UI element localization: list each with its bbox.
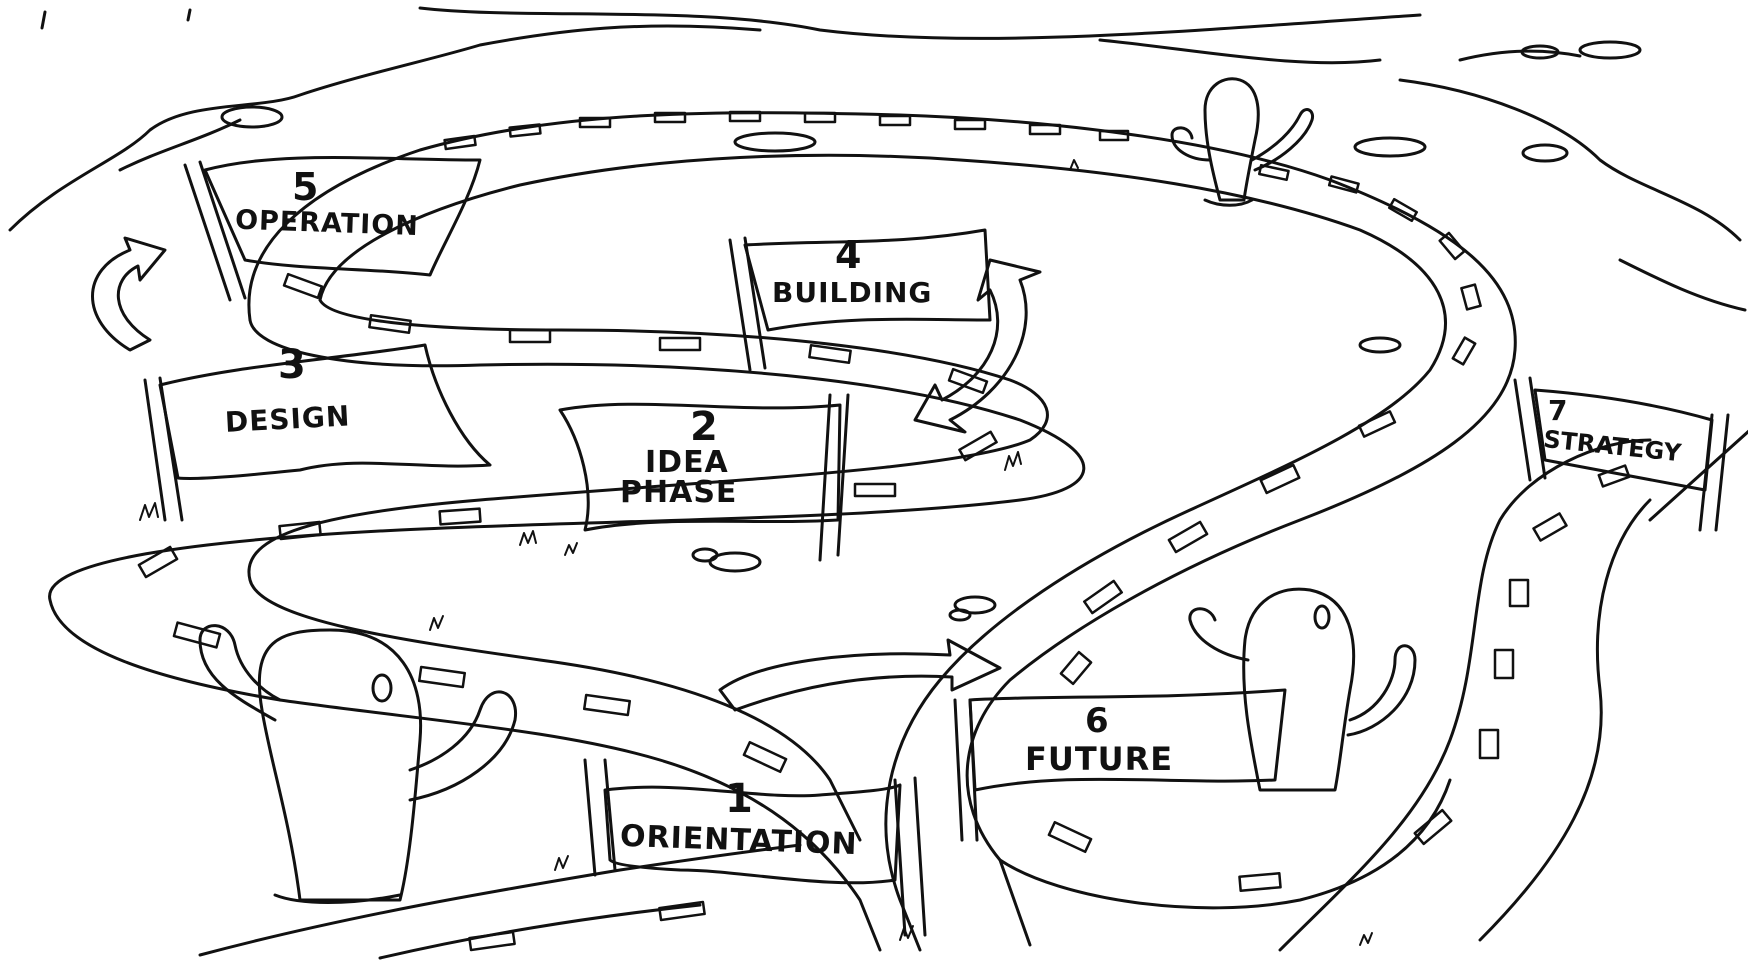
sign-building (728, 228, 992, 372)
sign-idea (558, 393, 850, 562)
curved-arrow-icon (91, 236, 1042, 712)
strategy-label: STRATEGY (1542, 425, 1683, 467)
design-label: DESIGN (224, 399, 351, 439)
future-number: 6 (1085, 701, 1109, 741)
operation-label: OPERATION (235, 205, 420, 242)
orientation-number: 1 (725, 776, 753, 822)
background-terrain (8, 6, 1748, 522)
building-label: BUILDING (772, 276, 932, 309)
operation-number: 5 (292, 165, 318, 209)
road-dashes (137, 110, 1631, 952)
sign-strategy (1513, 376, 1730, 532)
design-number: 3 (278, 342, 306, 388)
cactus-icon (198, 77, 1417, 904)
sign-future (953, 688, 1287, 842)
idea-label-line2: PHASE (620, 475, 737, 510)
winding-road (48, 111, 1652, 960)
strategy-number: 7 (1548, 394, 1567, 427)
future-label: FUTURE (1025, 740, 1173, 778)
orientation-label: ORIENTATION (619, 819, 858, 862)
sign-design (143, 343, 492, 522)
idea-number: 2 (690, 404, 718, 450)
sign-texts: 1 ORIENTATION 2 IDEA PHASE 3 DESIGN 4 BU… (224, 165, 1683, 862)
sign-orientation (583, 758, 927, 937)
building-number: 4 (835, 233, 861, 277)
sign-operation (183, 156, 482, 302)
rock-icon (220, 40, 1642, 622)
idea-label-line1: IDEA (645, 445, 729, 480)
